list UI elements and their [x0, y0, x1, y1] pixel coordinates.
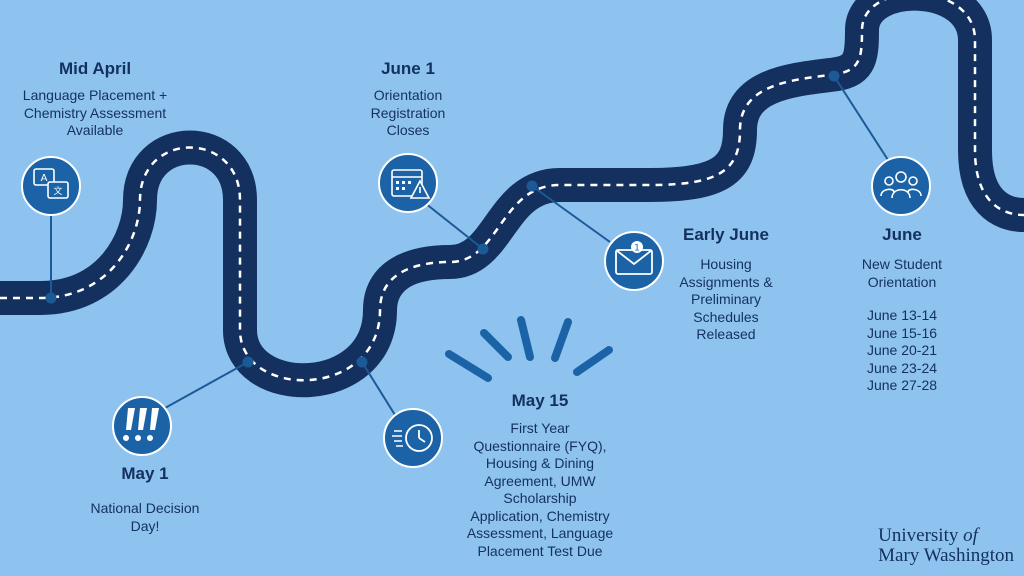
milestone-title: June [882, 225, 922, 244]
logo-text-university: University [878, 525, 964, 546]
milestone-description: Orientation Registration Closes [370, 87, 446, 138]
milestone-description: Housing Assignments & Preliminary Schedu… [679, 256, 773, 342]
connectors [45, 70, 889, 416]
exclamation-icon [112, 396, 172, 456]
milestone-title: May 15 [511, 391, 569, 410]
calendar-warning-icon [378, 153, 438, 213]
orientation-dates: June 13-14 June 15-16 June 20-21 June 23… [842, 307, 962, 395]
mail-notification-icon: 1 [604, 231, 664, 291]
milestone-title: Early June [683, 225, 769, 244]
orientation-date: June 15-16 [866, 324, 938, 341]
road [0, 0, 1024, 398]
translate-icon: A 文 [21, 156, 81, 216]
orientation-date: June 20-21 [866, 342, 938, 358]
milestone-description: New Student Orientation [861, 256, 943, 290]
clock-icon [383, 408, 443, 468]
logo-text-of: of [963, 525, 978, 546]
orientation-date: June 13-14 [866, 307, 938, 323]
svg-text:1: 1 [634, 244, 640, 254]
milestone-title: May 1 [121, 464, 169, 483]
orientation-date: June 23-24 [866, 359, 938, 376]
logo-text-name: Mary Washington [878, 545, 1014, 566]
milestone-early-june: Early June Housing Assignments & Prelimi… [665, 225, 787, 344]
milestone-description: National Decision Day! [90, 500, 200, 534]
university-logo: University of Mary Washington [878, 526, 1014, 566]
milestone-mid-april: Mid April Language Placement + Chemistry… [0, 59, 190, 140]
milestone-description: First Year Questionnaire (FYQ), Housing … [466, 420, 614, 559]
milestone-may-15: May 15 First Year Questionnaire (FYQ), H… [450, 391, 630, 560]
milestone-title: June 1 [381, 59, 435, 78]
milestone-june-1: June 1 Orientation Registration Closes [345, 59, 471, 140]
svg-text:文: 文 [53, 185, 62, 197]
milestone-title: Mid April [58, 59, 132, 78]
group-icon [871, 156, 931, 216]
milestone-june: June New Student Orientation June 13-14 … [842, 225, 962, 395]
milestone-may-1: May 1 National Decision Day! [60, 464, 230, 535]
orientation-date: June 27-28 [866, 377, 938, 393]
svg-text:A: A [41, 173, 48, 184]
burst-lines [445, 316, 613, 382]
milestone-description: Language Placement + Chemistry Assessmen… [22, 87, 168, 138]
